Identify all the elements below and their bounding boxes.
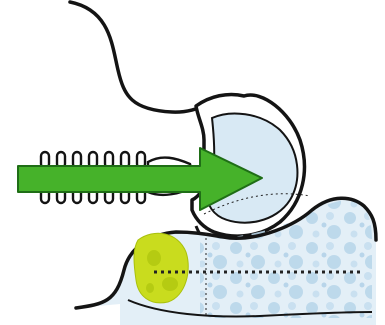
yellow-bulge	[134, 233, 188, 303]
head-profile-outline	[70, 2, 228, 112]
